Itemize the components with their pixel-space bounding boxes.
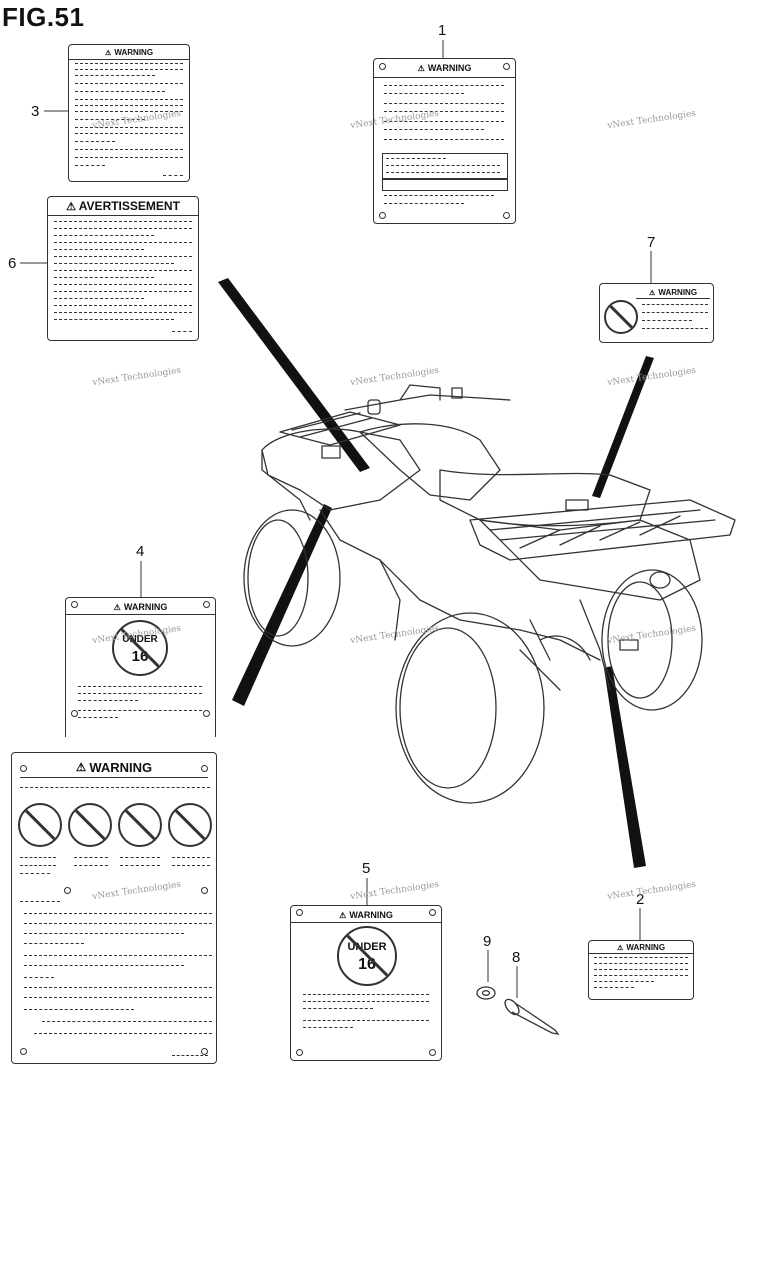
callout-3: 3 bbox=[31, 103, 40, 120]
mounting-hole bbox=[71, 710, 78, 717]
front-rack bbox=[279, 411, 401, 446]
mounting-hole bbox=[203, 710, 210, 717]
prohibited-sign-icon bbox=[118, 803, 162, 847]
label-header: WARNING bbox=[626, 942, 666, 952]
warning-triangle-icon: ⚠ bbox=[616, 942, 624, 952]
mounting-hole bbox=[296, 909, 303, 916]
callout-2: 2 bbox=[636, 891, 645, 908]
mounting-hole bbox=[503, 212, 510, 219]
prohibited-sign-icon: UNDER 16 bbox=[337, 926, 397, 986]
warning-label-5: ⚠ WARNING UNDER 16 bbox=[290, 905, 442, 1061]
warning-label-7: ⚠ WARNING bbox=[599, 283, 714, 343]
mounting-hole bbox=[20, 765, 27, 772]
rear-rack bbox=[469, 499, 736, 561]
front-wheel bbox=[243, 509, 341, 647]
leader-label-4 bbox=[232, 504, 332, 706]
warning-label-4-bottom: ⚠ WARNING bbox=[11, 752, 217, 1064]
warning-triangle-icon: ⚠ bbox=[648, 287, 656, 297]
washer-part bbox=[476, 986, 496, 1000]
rivet-part bbox=[504, 998, 560, 1035]
warning-label-3: ⚠ WARNING bbox=[68, 44, 190, 182]
warning-triangle-icon: ⚠ bbox=[66, 200, 76, 213]
mounting-hole bbox=[503, 63, 510, 70]
under-text: UNDER bbox=[347, 941, 387, 953]
label-header: WARNING bbox=[349, 910, 393, 920]
label-header: WARNING bbox=[427, 63, 472, 73]
mounting-hole bbox=[429, 909, 436, 916]
prohibited-sign-icon bbox=[18, 803, 62, 847]
label-header: WARNING bbox=[89, 759, 153, 775]
callout-8: 8 bbox=[512, 949, 521, 966]
age-text: 16 bbox=[131, 648, 149, 665]
avertissement-label-6: ⚠ AVERTISSEMENT bbox=[47, 196, 199, 341]
front-fender bbox=[261, 428, 421, 511]
label-header: WARNING bbox=[658, 287, 698, 297]
mounting-hole bbox=[379, 212, 386, 219]
rear-wheel bbox=[395, 612, 545, 804]
prohibited-sign-icon bbox=[68, 803, 112, 847]
age-text: 16 bbox=[358, 956, 376, 973]
callout-9: 9 bbox=[483, 933, 492, 950]
prohibited-sign-icon bbox=[168, 803, 212, 847]
prohibited-sign-icon bbox=[604, 300, 638, 334]
mounting-hole bbox=[71, 601, 78, 608]
warning-triangle-icon: ⚠ bbox=[113, 603, 121, 612]
mounting-hole bbox=[203, 601, 210, 608]
mounting-hole bbox=[64, 887, 71, 894]
callout-6: 6 bbox=[8, 255, 17, 272]
mounting-hole bbox=[429, 1049, 436, 1056]
warning-label-2: ⚠ WARNING bbox=[588, 940, 694, 1000]
callout-4: 4 bbox=[136, 543, 145, 560]
warning-triangle-icon: ⚠ bbox=[75, 761, 87, 774]
handlebar bbox=[344, 394, 511, 411]
callout-1: 1 bbox=[438, 22, 447, 39]
leader-label-7 bbox=[592, 356, 654, 498]
label-header: WARNING bbox=[123, 602, 168, 612]
leader-label-6 bbox=[218, 278, 370, 472]
callout-5: 5 bbox=[362, 860, 371, 877]
frame bbox=[319, 509, 601, 661]
mounting-hole bbox=[201, 765, 208, 772]
rear-fender bbox=[479, 519, 701, 601]
leader-label-2 bbox=[604, 666, 646, 868]
fuel-tank bbox=[359, 423, 501, 501]
warning-triangle-icon: ⚠ bbox=[339, 911, 347, 920]
mounting-hole bbox=[379, 63, 386, 70]
warning-label-4-top: ⚠ WARNING UNDER 16 bbox=[65, 597, 216, 737]
under-text: UNDER bbox=[122, 634, 158, 645]
label-header: WARNING bbox=[114, 47, 154, 57]
rear-left-wheel bbox=[601, 569, 703, 711]
mounting-hole bbox=[201, 887, 208, 894]
warning-label-1: ⚠ WARNING bbox=[373, 58, 516, 224]
warning-triangle-icon: ⚠ bbox=[104, 47, 112, 57]
warning-triangle-icon: ⚠ bbox=[417, 64, 425, 73]
callout-7: 7 bbox=[647, 234, 656, 251]
figure-title: FIG.51 bbox=[2, 2, 85, 32]
prohibited-sign-icon: UNDER 16 bbox=[112, 620, 168, 676]
mounting-hole bbox=[201, 1048, 208, 1055]
mounting-hole bbox=[296, 1049, 303, 1056]
label-header: AVERTISSEMENT bbox=[78, 199, 180, 213]
mounting-hole bbox=[20, 1048, 27, 1055]
